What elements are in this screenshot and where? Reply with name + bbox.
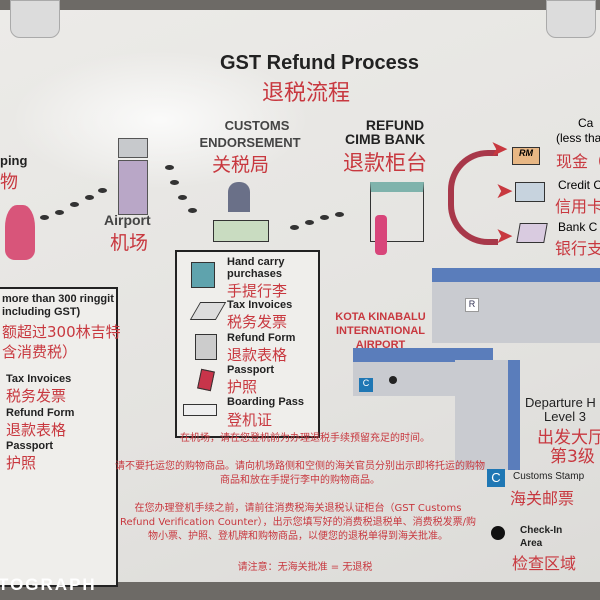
note-3: 在您办理登机手续之前，请前往消费税海关退税认证柜台（GST Customs Re… xyxy=(119,503,477,542)
terminal-map-upper xyxy=(432,268,600,343)
gst-refund-sign: GST Refund Process 退税流程 ping 物 Airport 机… xyxy=(0,10,600,587)
tax-invoice-icon xyxy=(189,302,227,320)
checkin-dot-icon xyxy=(491,526,505,540)
branch-arrows-icon xyxy=(448,150,498,245)
boarding-pass-icon xyxy=(183,404,217,416)
binder-clip-left xyxy=(10,0,60,38)
shopping-cn: 物 xyxy=(0,172,18,193)
airport-name-line1: KOTA KINABALU xyxy=(335,311,426,323)
airport-name-line2: INTERNATIONAL xyxy=(335,325,425,337)
refund-en2: CIMB BANK xyxy=(345,131,426,147)
refund-cn: 退款柜台 xyxy=(343,151,427,175)
shopper-illustration xyxy=(5,205,35,260)
item-tax-invoices-cn: 税务发票 xyxy=(6,387,67,405)
hand-carry-cn: 手提行李 xyxy=(227,282,288,300)
note-2: 请不要托运您的购物商品。请向机场路侧和空侧的海关官员分别出示即将托运的购物商品和… xyxy=(115,461,485,486)
boarding-pass-en: Boarding Pass xyxy=(227,396,305,408)
condition-en2: including GST) xyxy=(2,306,81,318)
glare xyxy=(10,50,310,190)
arrow-bottom-icon: ➤ xyxy=(495,223,514,248)
control-tower-top xyxy=(118,138,148,158)
officer-illustration xyxy=(228,182,250,212)
arrow-top-icon: ➤ xyxy=(490,136,509,161)
option-cash-en2: (less tha xyxy=(556,131,600,145)
note-1: 在机场，请在您登机前为办理退税手续预留充足的时间。 xyxy=(180,433,430,444)
passport-icon xyxy=(197,368,215,392)
customs-desk xyxy=(213,220,269,242)
credit-card-icon xyxy=(515,182,545,202)
refund-en1: REFUND xyxy=(365,117,425,133)
legend-checkin-cn: 检查区域 xyxy=(512,554,577,573)
airport-name-line3: AIRPORT xyxy=(355,339,406,351)
shopping-bag-icon xyxy=(191,262,215,288)
airport-name: KOTA KINABALU INTERNATIONAL AIRPORT xyxy=(328,310,433,352)
passport-cn: 护照 xyxy=(227,378,258,396)
departure-en1: Departure H xyxy=(525,395,596,410)
departure-cn1: 出发大厅 xyxy=(537,428,600,448)
item-passport-cn: 护照 xyxy=(6,454,37,472)
legend-checkin-en: Check-In Area xyxy=(520,525,563,549)
note-4: 请注意：无海关批准 = 无退税 xyxy=(237,562,373,573)
binder-clip-right xyxy=(546,0,596,38)
legend-customs-stamp: C xyxy=(487,469,505,487)
bank-cheque-icon xyxy=(516,223,548,243)
title-en: GST Refund Process xyxy=(220,52,419,74)
arrow-mid-icon: ➤ xyxy=(495,178,514,203)
customs-stamp-icon: C xyxy=(487,469,505,487)
refund-form-icon xyxy=(195,334,217,360)
departure-cn2: 第3级 xyxy=(550,447,595,467)
passport-en: Passport xyxy=(227,364,275,376)
customs-cn: 关税局 xyxy=(212,154,270,176)
customs-en2: ENDORSEMENT xyxy=(199,135,301,150)
map-checkin-dot xyxy=(389,376,397,384)
airport-en: Airport xyxy=(104,212,151,228)
boarding-pass-cn: 登机证 xyxy=(227,411,273,429)
documents-box: Hand carry purchases 手提行李 Tax Invoices 税… xyxy=(175,250,320,438)
shopping-en: ping xyxy=(0,153,28,168)
refund-form-en: Refund Form xyxy=(227,332,296,344)
option-bank-cn: 银行支 xyxy=(555,239,600,258)
refund-form-cn: 退款表格 xyxy=(227,346,288,364)
item-refund-form-cn: 退款表格 xyxy=(6,421,67,439)
option-card-cn: 信用卡 xyxy=(555,197,600,216)
legend-customs-cn: 海关邮票 xyxy=(510,489,575,508)
watermark: TOGRAPH xyxy=(0,575,97,594)
option-cash-en: Ca xyxy=(578,116,594,130)
cash-rm-icon: RM xyxy=(512,147,540,165)
condition-cn1: 额超过300林吉特 xyxy=(2,323,121,341)
condition-cn2: 含消费税） xyxy=(2,343,78,361)
map-marker-r: R xyxy=(465,298,479,312)
bank-counter-illustration xyxy=(370,182,424,242)
title-cn: 退税流程 xyxy=(262,81,351,106)
control-tower-illustration xyxy=(118,160,148,215)
option-cash-cn: 现金（3 xyxy=(556,152,600,171)
airport-cn: 机场 xyxy=(110,232,149,254)
item-refund-form-en: Refund Form xyxy=(6,407,75,419)
eligibility-box: more than 300 ringgit including GST) 额超过… xyxy=(0,287,121,587)
hand-carry-en: Hand carry purchases xyxy=(227,256,285,280)
tax-invoices-cn: 税务发票 xyxy=(227,313,288,331)
customs-en1: CUSTOMS xyxy=(224,118,290,133)
option-bank-en: Bank C xyxy=(558,220,598,234)
tax-invoices-en: Tax Invoices xyxy=(227,299,293,311)
departure-en2: Level 3 xyxy=(544,409,586,424)
terminal-map-corridor xyxy=(455,360,520,470)
map-marker-c: C xyxy=(359,378,373,392)
legend-customs-en: Customs Stamp xyxy=(513,471,585,482)
item-passport-en: Passport xyxy=(6,440,54,452)
option-card-en: Credit C xyxy=(558,178,600,192)
customer-illustration xyxy=(375,215,387,255)
condition-en1: more than 300 ringgit xyxy=(2,293,114,305)
item-tax-invoices-en: Tax Invoices xyxy=(6,373,72,385)
